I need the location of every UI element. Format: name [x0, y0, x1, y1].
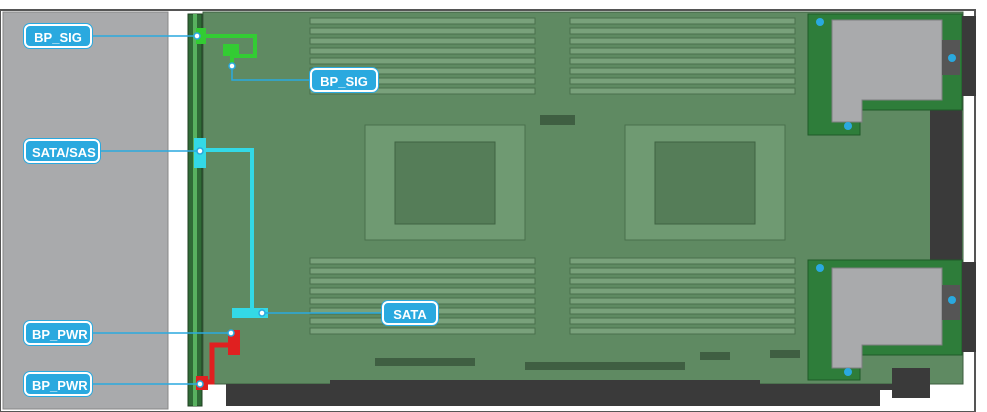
- rear-io-bottom: [962, 262, 976, 352]
- cpu-socket-2: [624, 124, 786, 241]
- board-header-1: [375, 358, 475, 366]
- leader-lines: [92, 35, 382, 385]
- bp-sig-left-callout: BP_SIG: [24, 24, 92, 48]
- sata-sas-callout: SATA/SAS: [24, 139, 100, 163]
- bp-pwr-lower-callout: BP_PWR: [24, 372, 92, 396]
- bp-pwr-upper-callout: BP_PWR: [24, 321, 92, 345]
- board-header-2: [525, 362, 685, 370]
- rear-io-power: [892, 368, 930, 398]
- dimm-slots-bottom-right: [569, 257, 796, 335]
- bp-sig-board-callout: BP_SIG: [310, 68, 378, 92]
- board-chip: [540, 115, 575, 125]
- board-header-3: [700, 352, 730, 360]
- backplane: [2, 11, 169, 410]
- cpu-socket-1: [364, 124, 526, 241]
- dimm-slots-top-right: [569, 17, 796, 95]
- rear-io-top: [962, 16, 976, 96]
- sata-callout: SATA: [382, 301, 438, 325]
- bottom-rail-top: [330, 380, 760, 386]
- dimm-slots-top-left: [309, 17, 536, 95]
- right-bracket: [930, 110, 962, 260]
- backplane-connector-edge: [193, 14, 197, 406]
- riser-card-top: [807, 13, 963, 136]
- bottom-rail: [226, 384, 900, 406]
- riser-card-bottom: [807, 259, 963, 381]
- leader-endpoints: [193, 32, 266, 388]
- bp-sig-cable: [196, 28, 257, 66]
- board-header-4: [770, 350, 800, 358]
